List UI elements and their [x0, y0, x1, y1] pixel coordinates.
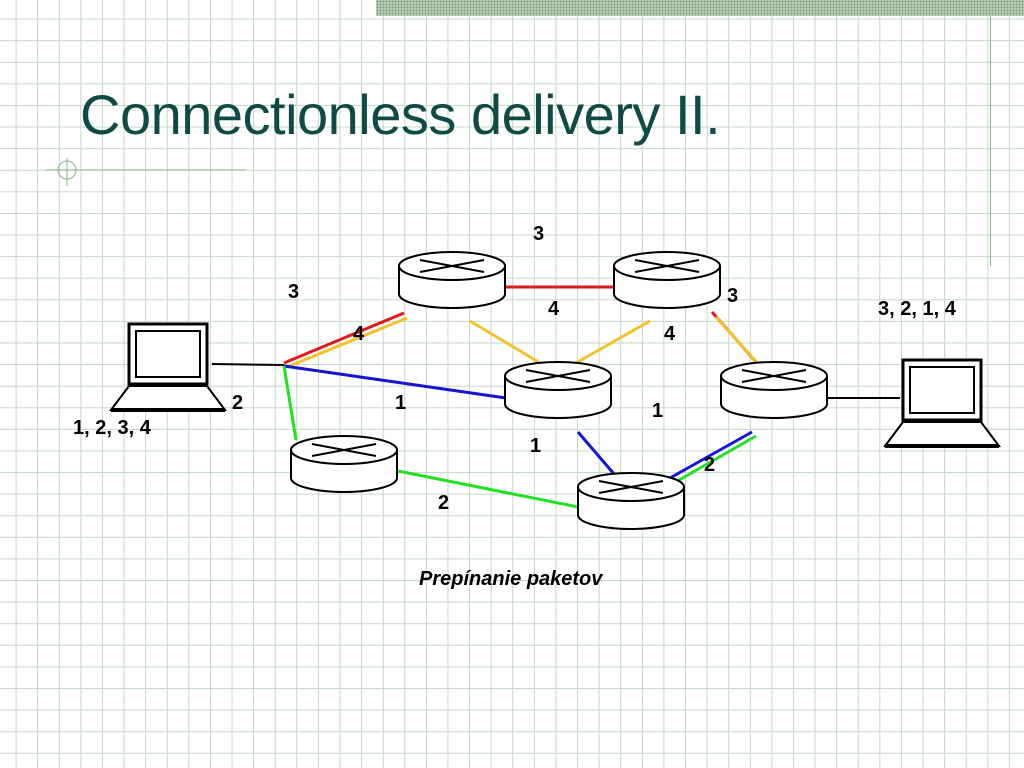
packet-label: 1 [395, 392, 406, 414]
link-junction-r3-packet1 [283, 364, 507, 400]
title-decor-crosshair [46, 158, 246, 186]
packet-label: 4 [664, 323, 676, 345]
router-icon [720, 361, 828, 419]
packet-label: 2 [438, 492, 449, 514]
slide-title: Connectionless delivery II. [80, 83, 721, 146]
laptop-icon [883, 358, 1001, 448]
right-decor-rule [990, 16, 991, 266]
top-decor-band [376, 0, 1024, 16]
router-icon [504, 361, 612, 419]
dest-sequence-label: 3, 2, 1, 4 [878, 298, 957, 320]
diagram-caption: Prepínanie paketov [419, 568, 604, 590]
packet-label: 3 [533, 223, 544, 245]
link-junction-r1-packet4 [286, 316, 408, 369]
packet-label: 2 [232, 392, 243, 414]
laptop-icon [109, 322, 227, 412]
router-icon [577, 472, 685, 530]
packet-label: 1 [530, 435, 541, 457]
packet-label: 3 [727, 285, 738, 307]
packet-label: 4 [548, 298, 560, 320]
packet-label: 1 [652, 400, 663, 422]
packet-label: 4 [353, 323, 365, 345]
link-junction-r5-packet2 [282, 365, 298, 441]
packet-label: 2 [704, 454, 715, 476]
router-icon [290, 435, 398, 493]
router-icon [613, 251, 721, 309]
link-r2-r4-packet4 [714, 315, 762, 368]
link-r5-r6-packet2 [397, 469, 579, 509]
source-sequence-label: 1, 2, 3, 4 [73, 417, 152, 439]
link-r6-r4-packet1 [669, 430, 753, 480]
link-r3-r2-packet4 [575, 319, 651, 365]
link-junction-r1-packet3 [283, 311, 405, 365]
link-r3-r6-packet1 [576, 431, 616, 475]
router-icon [398, 251, 506, 309]
packet-label: 3 [288, 281, 299, 303]
link-r1-r3-packet4 [469, 319, 546, 368]
link-r6-r4-packet2 [673, 434, 757, 485]
link-laptop-junction [211, 363, 285, 366]
